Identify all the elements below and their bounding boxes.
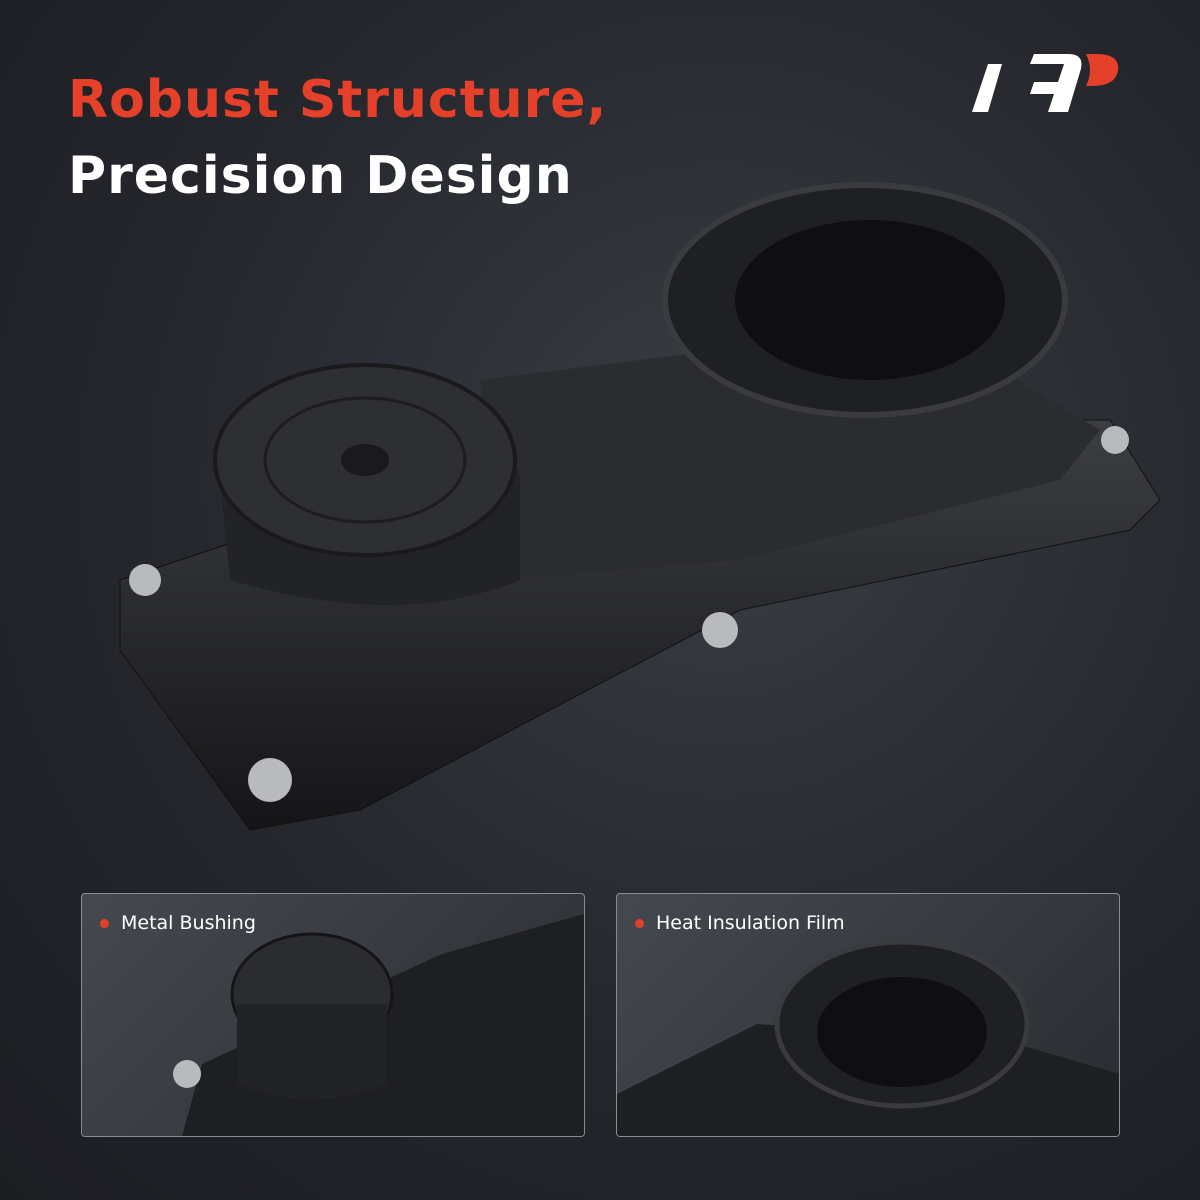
headline: Robust Structure, Precision Design: [68, 62, 607, 214]
bullet-dot-icon: [635, 918, 644, 928]
brand-logo: [972, 54, 1119, 112]
caption-metal-bushing: Metal Bushing: [100, 912, 256, 934]
bullet-dot-icon: [100, 918, 109, 928]
caption-heat-insulation-film: Heat Insulation Film: [635, 912, 845, 934]
headline-line-2: Precision Design: [68, 146, 573, 206]
detail-panel-metal-bushing: Metal Bushing: [81, 893, 585, 1137]
caption-label: Metal Bushing: [121, 912, 256, 934]
metal-bushing-closeup: [173, 914, 584, 1136]
detail-panel-heat-insulation-film: Heat Insulation Film: [616, 893, 1120, 1137]
heat-insulation-film-closeup: [617, 939, 1119, 1136]
caption-label: Heat Insulation Film: [656, 912, 845, 934]
headline-line-1: Robust Structure,: [68, 70, 608, 130]
product-image-pcv-valve-cover: [119, 182, 1161, 831]
